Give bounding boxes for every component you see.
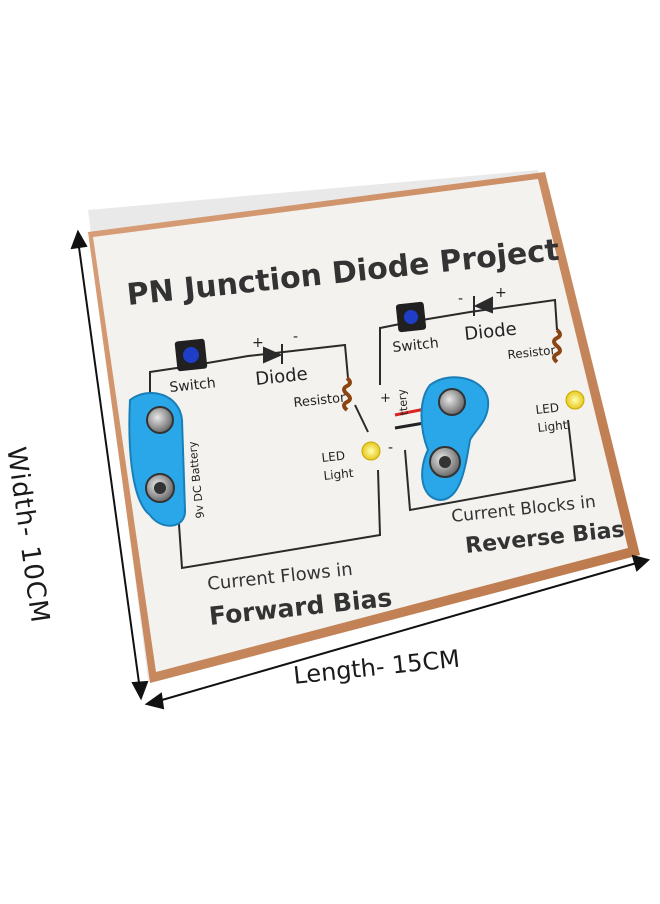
right-wire-bottom — [404, 419, 577, 512]
right-led-label-line1: LED — [535, 401, 560, 417]
left-wire-top — [149, 343, 349, 395]
right-led — [565, 390, 585, 410]
left-switch-label: Switch — [169, 375, 217, 396]
left-led — [361, 441, 381, 461]
left-battery-clip — [128, 391, 187, 527]
forward-bias-circuit — [149, 343, 382, 570]
left-led-label-line2: Light — [323, 466, 355, 483]
board-face — [93, 179, 628, 672]
left-led-label-line1: LED — [321, 449, 346, 465]
length-dimension-arrow — [144, 554, 651, 710]
left-wire-bottom — [177, 469, 382, 570]
right-switch-label: Switch — [392, 335, 440, 356]
right-resistor-label: Resistor — [507, 343, 556, 362]
right-battery-plus: + — [380, 391, 391, 406]
right-diode-plus: + — [495, 285, 507, 301]
right-battery-label: ttery — [395, 388, 411, 416]
left-diode-plus: + — [252, 335, 264, 351]
left-diode-symbol — [263, 344, 283, 364]
right-resistor — [552, 328, 562, 364]
right-battery-clip — [420, 376, 490, 502]
right-led-label-line2: Light — [537, 418, 569, 435]
right-switch — [395, 301, 427, 333]
right-battery-minus: - — [388, 440, 393, 456]
left-diode-minus: - — [293, 329, 298, 345]
right-diode-minus: - — [458, 291, 463, 307]
left-resistor — [342, 376, 352, 412]
left-resistor-label: Resistor — [293, 391, 347, 411]
right-diode-symbol — [473, 296, 493, 316]
left-switch — [174, 338, 208, 372]
width-dimension-arrow — [70, 229, 149, 701]
left-wire-right-mid — [354, 404, 369, 433]
right-wire-top — [379, 298, 558, 385]
reverse-bias-circuit — [379, 298, 577, 512]
